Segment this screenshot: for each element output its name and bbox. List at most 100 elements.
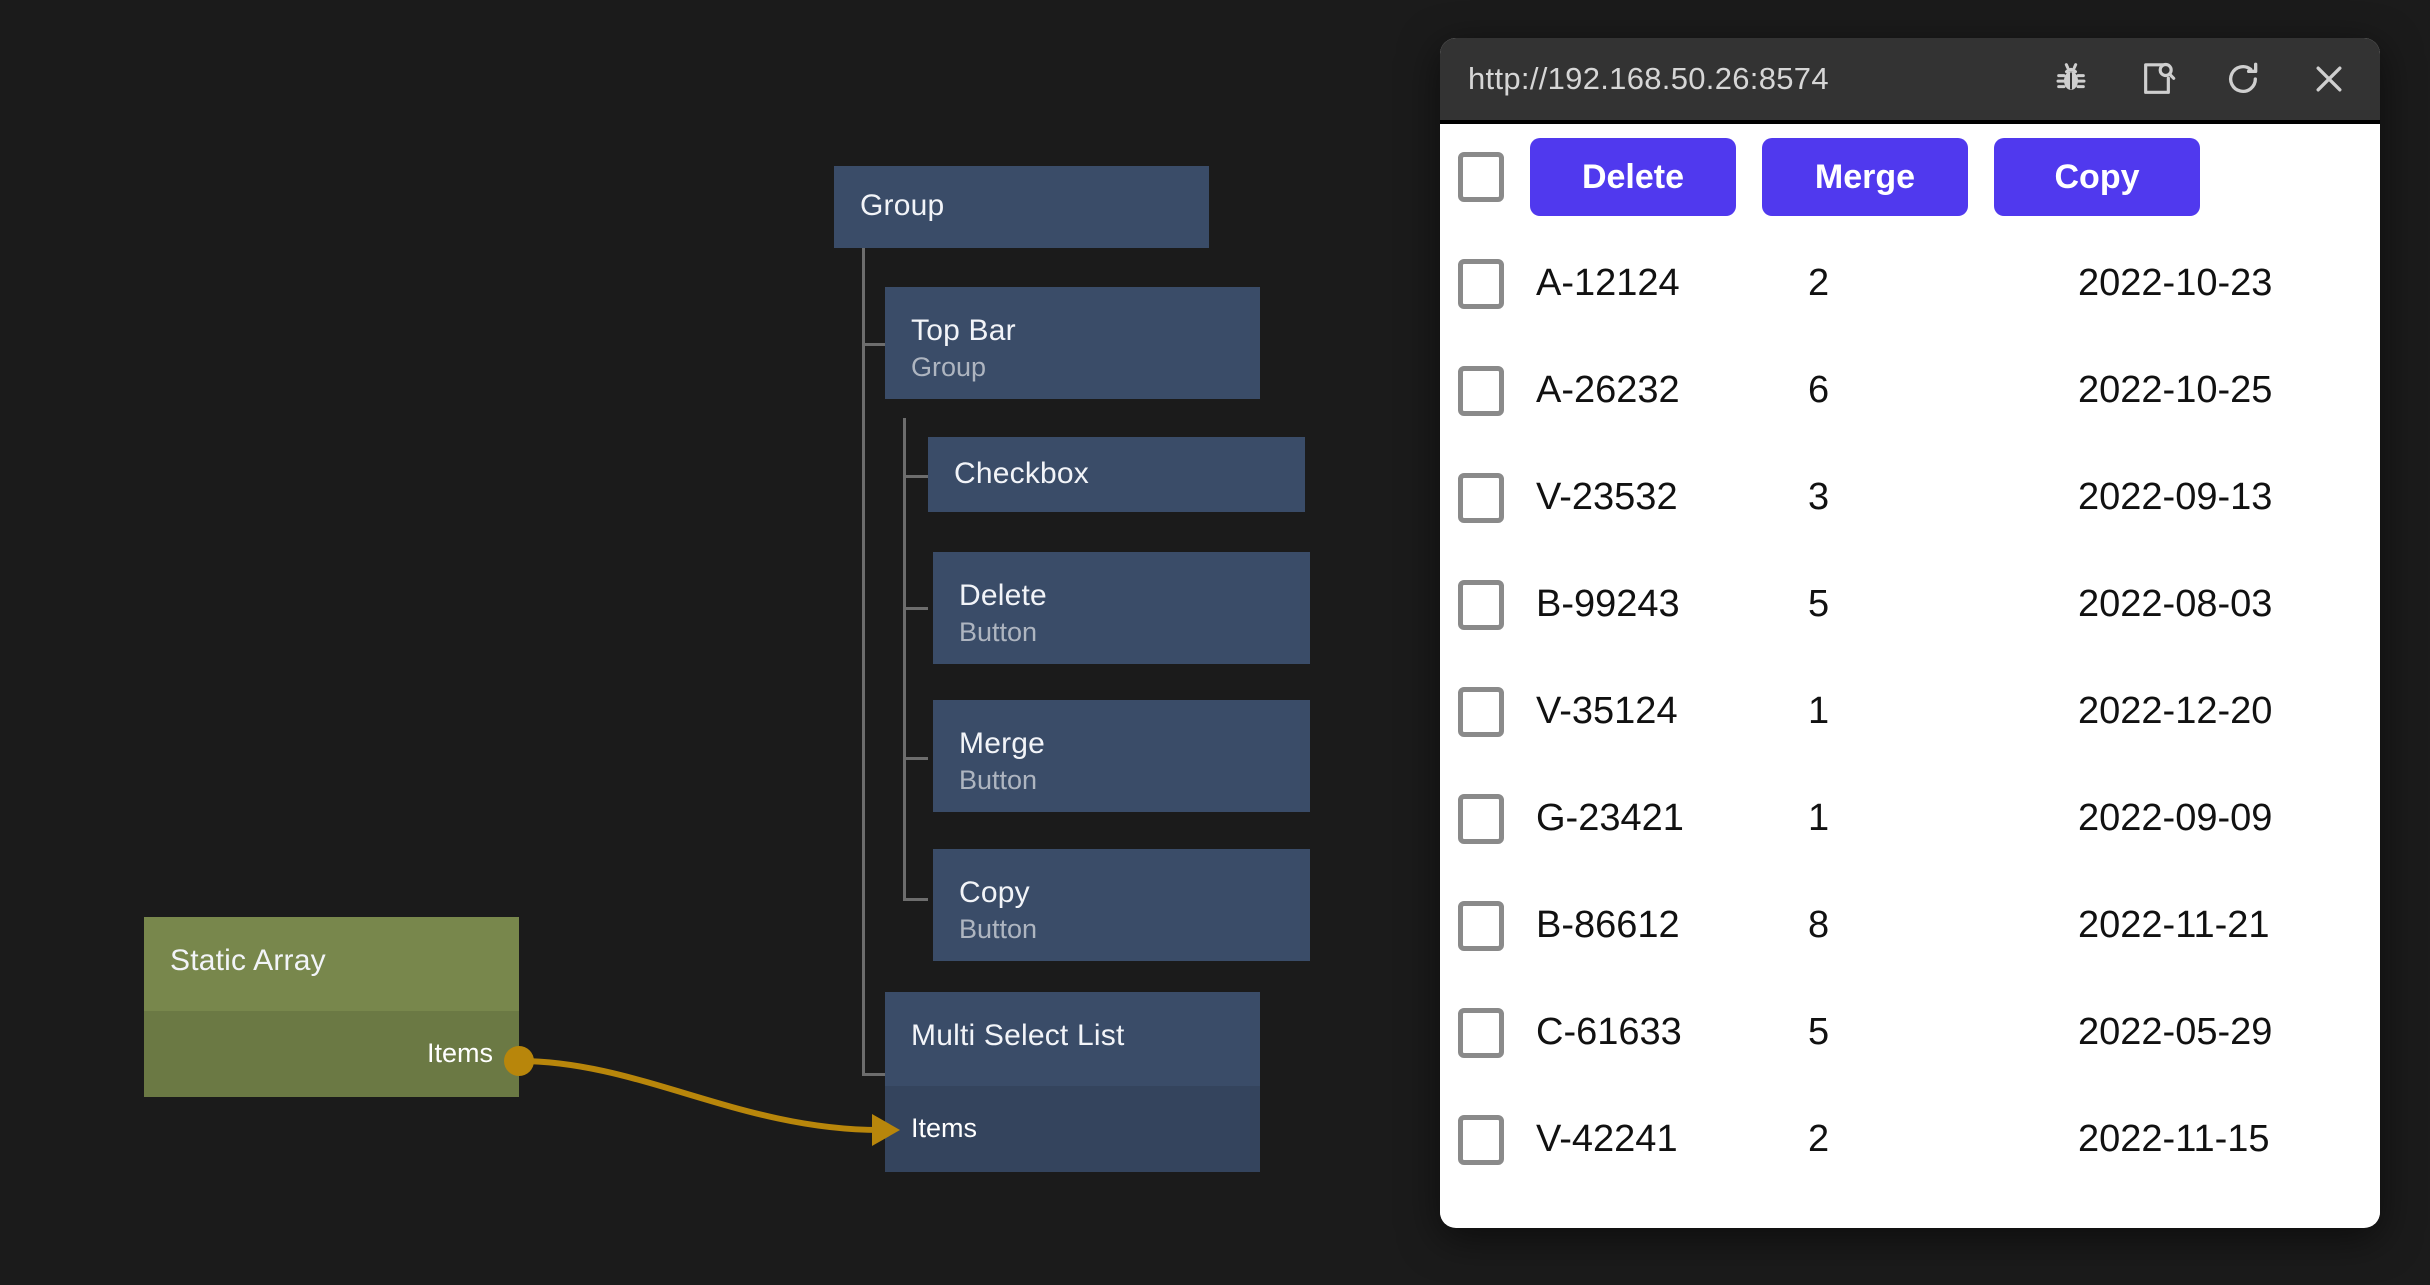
tree-line-stub-merge <box>903 757 928 760</box>
node-port-items-output[interactable]: Items <box>144 1011 519 1097</box>
node-delete-header: Delete Button <box>933 552 1310 649</box>
close-icon[interactable] <box>2306 56 2352 102</box>
node-group[interactable]: Group <box>834 166 1209 248</box>
row-checkbox[interactable] <box>1458 472 1504 523</box>
node-title: Copy <box>959 876 1030 909</box>
row-qty: 5 <box>1808 583 1830 625</box>
row-date: 2022-09-13 <box>2078 476 2273 518</box>
node-copy-header: Copy Button <box>933 849 1310 946</box>
node-title: Delete <box>959 579 1047 612</box>
row-date: 2022-11-21 <box>2078 904 2270 946</box>
row-id: C-61633 <box>1536 1011 1682 1053</box>
node-title: Merge <box>959 727 1046 760</box>
row-checkbox[interactable] <box>1458 1114 1504 1165</box>
node-delete[interactable]: Delete Button <box>933 552 1310 664</box>
table-row[interactable]: G-23421 1 2022-09-09 <box>1440 765 2380 872</box>
bug-icon[interactable] <box>2048 56 2094 102</box>
table-body: A-12124 2 2022-10-23 A-26232 6 2022-10-2… <box>1440 230 2380 1193</box>
tree-line-vertical-topbar <box>903 418 906 901</box>
node-top-bar-header: Top Bar Group <box>885 287 1260 384</box>
node-subtitle: Button <box>959 765 1038 795</box>
table-row[interactable]: B-86612 8 2022-11-21 <box>1440 872 2380 979</box>
row-checkbox[interactable] <box>1458 1007 1504 1058</box>
node-multi-select-list[interactable]: Multi Select List Items <box>885 992 1260 1172</box>
row-id: A-12124 <box>1536 262 1680 304</box>
row-checkbox[interactable] <box>1458 686 1504 737</box>
row-id: B-86612 <box>1536 904 1680 946</box>
row-qty: 1 <box>1808 797 1830 839</box>
row-id: A-26232 <box>1536 369 1680 411</box>
row-checkbox[interactable] <box>1458 579 1504 630</box>
row-checkbox[interactable] <box>1458 793 1504 844</box>
node-title: Top Bar <box>911 314 1016 347</box>
row-date: 2022-05-29 <box>2078 1011 2273 1053</box>
delete-button[interactable]: Delete <box>1530 138 1736 216</box>
copy-button[interactable]: Copy <box>1994 138 2200 216</box>
node-title: Multi Select List <box>911 1019 1125 1052</box>
node-title: Checkbox <box>954 457 1090 490</box>
row-checkbox[interactable] <box>1458 365 1504 416</box>
tree-line-stub-delete <box>903 607 928 610</box>
row-date: 2022-10-25 <box>2078 369 2273 411</box>
row-qty: 6 <box>1808 369 1830 411</box>
tree-line-vertical-root <box>862 248 865 1076</box>
tree-line-stub-topbar <box>862 343 886 346</box>
row-qty: 1 <box>1808 690 1830 732</box>
node-checkbox[interactable]: Checkbox <box>928 437 1305 512</box>
row-id: V-35124 <box>1536 690 1678 732</box>
node-top-bar[interactable]: Top Bar Group <box>885 287 1260 399</box>
row-qty: 2 <box>1808 262 1830 304</box>
node-checkbox-header: Checkbox <box>928 437 1305 492</box>
table-toolbar: Delete Merge Copy <box>1440 124 2380 230</box>
row-id: B-99243 <box>1536 583 1680 625</box>
table-row[interactable]: C-61633 5 2022-05-29 <box>1440 979 2380 1086</box>
row-date: 2022-09-09 <box>2078 797 2273 839</box>
select-all-checkbox[interactable] <box>1458 152 1504 202</box>
node-title: Group <box>860 189 945 222</box>
table-row[interactable]: V-35124 1 2022-12-20 <box>1440 658 2380 765</box>
tree-line-stub-multiselect <box>862 1073 886 1076</box>
row-id: G-23421 <box>1536 797 1684 839</box>
tree-line-stub-checkbox <box>903 475 928 478</box>
row-qty: 2 <box>1808 1118 1830 1160</box>
table-row[interactable]: V-42241 2 2022-11-15 <box>1440 1086 2380 1193</box>
node-subtitle: Button <box>959 914 1038 944</box>
table-row[interactable]: A-26232 6 2022-10-25 <box>1440 337 2380 444</box>
node-subtitle: Button <box>959 617 1038 647</box>
node-subtitle: Group <box>911 352 987 382</box>
row-id: V-23532 <box>1536 476 1678 518</box>
tree-line-stub-copy <box>903 898 928 901</box>
row-date: 2022-08-03 <box>2078 583 2273 625</box>
table-row[interactable]: A-12124 2 2022-10-23 <box>1440 230 2380 337</box>
row-date: 2022-10-23 <box>2078 262 2273 304</box>
row-id: V-42241 <box>1536 1118 1678 1160</box>
url-text[interactable]: http://192.168.50.26:8574 <box>1468 61 1829 96</box>
node-port-label: Items <box>426 1038 493 1068</box>
node-static-array[interactable]: Static Array Items <box>144 917 519 1097</box>
node-copy[interactable]: Copy Button <box>933 849 1310 961</box>
node-port-items-input[interactable]: Items <box>885 1086 1260 1172</box>
edge-path <box>518 1058 881 1133</box>
table-row[interactable]: B-99243 5 2022-08-03 <box>1440 551 2380 658</box>
node-title: Static Array <box>170 944 326 977</box>
row-checkbox[interactable] <box>1458 258 1504 309</box>
node-group-header: Group <box>834 166 1209 224</box>
page-content: Delete Merge Copy A-12124 2 2022-10-23 A… <box>1440 124 2380 1224</box>
row-qty: 8 <box>1808 904 1830 946</box>
table-row[interactable]: V-23532 3 2022-09-13 <box>1440 444 2380 551</box>
merge-button[interactable]: Merge <box>1762 138 1968 216</box>
node-merge[interactable]: Merge Button <box>933 700 1310 812</box>
row-checkbox[interactable] <box>1458 900 1504 951</box>
node-static-array-header: Static Array <box>144 917 519 979</box>
row-date: 2022-12-20 <box>2078 690 2273 732</box>
browser-window[interactable]: http://192.168.50.26:8574 <box>1440 38 2380 1228</box>
inspect-page-icon[interactable] <box>2134 56 2180 102</box>
row-qty: 3 <box>1808 476 1830 518</box>
node-multi-select-list-header: Multi Select List <box>885 992 1260 1054</box>
browser-titlebar: http://192.168.50.26:8574 <box>1440 38 2380 124</box>
reload-icon[interactable] <box>2220 56 2266 102</box>
row-date: 2022-11-15 <box>2078 1118 2270 1160</box>
node-merge-header: Merge Button <box>933 700 1310 797</box>
